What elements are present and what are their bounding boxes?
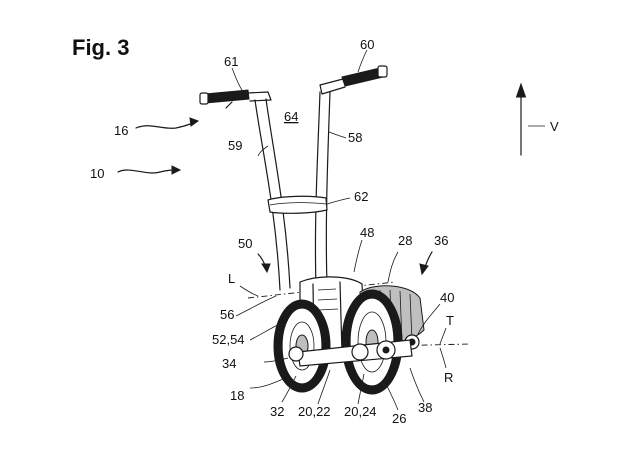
label-18: 18: [230, 388, 244, 403]
label-52-54: 52,54: [212, 332, 245, 347]
figure-title: Fig. 3: [72, 35, 129, 60]
label-16: 16: [114, 123, 128, 138]
label-64: 64: [284, 109, 298, 124]
axis-line-l: [247, 281, 396, 299]
reference-numerals: 61 60 16 64 59 58 10 62 V 50 48 28 36 L …: [90, 37, 559, 426]
label-28: 28: [398, 233, 412, 248]
label-10: 10: [90, 166, 104, 181]
steering-column: [199, 65, 388, 291]
axle-bar: [288, 339, 413, 367]
front-wheel: [273, 299, 331, 393]
label-32: 32: [270, 404, 284, 419]
label-26: 26: [392, 411, 406, 426]
label-62: 62: [354, 189, 368, 204]
rear-wheel: [341, 289, 403, 395]
label-61: 61: [224, 54, 238, 69]
direction-arrow-v: [515, 82, 545, 156]
label-56: 56: [220, 307, 234, 322]
label-36: 36: [434, 233, 448, 248]
label-58: 58: [348, 130, 362, 145]
label-t: T: [446, 313, 454, 328]
label-50: 50: [238, 236, 252, 251]
label-40: 40: [440, 290, 454, 305]
label-20-22: 20,22: [298, 404, 331, 419]
leader-lines: [117, 49, 447, 411]
label-34: 34: [222, 356, 236, 371]
label-v: V: [550, 119, 559, 134]
label-38: 38: [418, 400, 432, 415]
label-20-24: 20,24: [344, 404, 377, 419]
label-59: 59: [228, 138, 242, 153]
label-60: 60: [360, 37, 374, 52]
label-48: 48: [360, 225, 374, 240]
label-l: L: [228, 271, 235, 286]
label-r: R: [444, 370, 453, 385]
